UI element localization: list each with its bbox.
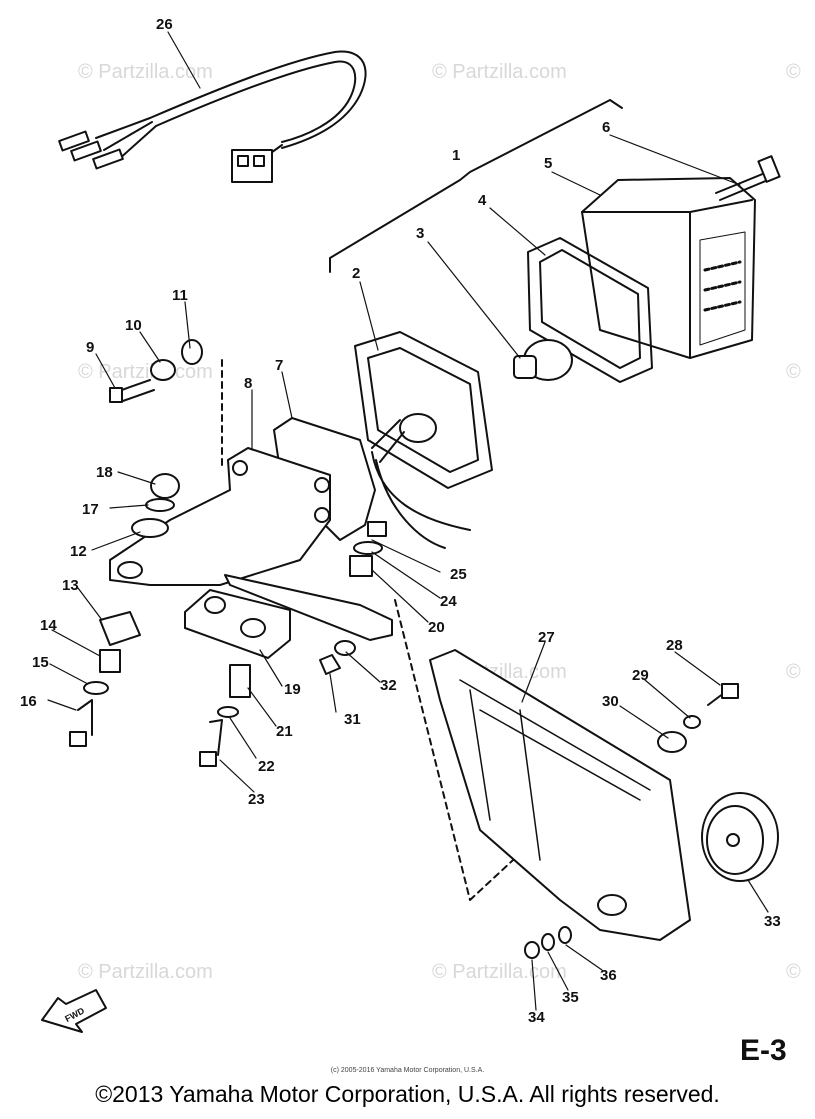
callout-14: 14: [40, 617, 57, 634]
callout-18: 18: [96, 464, 113, 481]
callout-6: 6: [602, 119, 610, 136]
mount-bracket-part: [184, 589, 291, 659]
wire-harness-part: [58, 50, 367, 183]
callout-27: 27: [538, 629, 555, 646]
callout-26: 26: [156, 16, 173, 33]
watermark: © Partzilla.com: [78, 61, 213, 83]
callout-20: 20: [428, 619, 445, 636]
license-bracket-part: [429, 649, 691, 941]
lens-screw-part: [715, 155, 781, 201]
callout-7: 7: [275, 357, 283, 374]
callout-3: 3: [416, 225, 424, 242]
callout-1: 1: [452, 147, 460, 164]
lower-arm-part: [224, 574, 393, 641]
callout-36: 36: [600, 967, 617, 984]
callout-9: 9: [86, 339, 94, 356]
callout-8: 8: [244, 375, 252, 392]
sheet-code: E-3: [740, 1034, 787, 1067]
callout-32: 32: [380, 677, 397, 694]
bulb-part: [513, 339, 573, 381]
callout-31: 31: [344, 711, 361, 728]
callout-16: 16: [20, 693, 37, 710]
callout-23: 23: [248, 791, 265, 808]
callout-4: 4: [478, 192, 487, 209]
frame-stay-part: [109, 447, 331, 586]
footer-copyright: ©2013 Yamaha Motor Corporation, U.S.A. A…: [95, 1081, 720, 1107]
callout-5: 5: [544, 155, 552, 172]
callout-numbers: 26 1 6 5 4 3 2 7 8 11 10 9 18 17 12 13 1…: [20, 16, 781, 1026]
lens-gasket-part: [527, 237, 653, 383]
callout-35: 35: [562, 989, 579, 1006]
callout-29: 29: [632, 667, 649, 684]
small-copyright: (c) 2005-2016 Yamaha Motor Corporation, …: [330, 1067, 485, 1074]
watermark: © Partzilla.com: [432, 61, 567, 83]
watermark: ©: [786, 961, 801, 983]
reflector-part: [701, 792, 779, 882]
callout-10: 10: [125, 317, 142, 334]
callout-34: 34: [528, 1009, 545, 1026]
callout-30: 30: [602, 693, 619, 710]
callout-33: 33: [764, 913, 781, 930]
watermark: © Partzilla.com: [432, 961, 567, 983]
watermark: ©: [786, 661, 801, 683]
watermark-layer: © Partzilla.com © Partzilla.com © © Part…: [78, 61, 801, 983]
tail-lens-part: [581, 177, 756, 359]
callout-22: 22: [258, 758, 275, 775]
callout-13: 13: [62, 577, 79, 594]
watermark: ©: [786, 61, 801, 83]
callout-leaders: [47, 31, 769, 1011]
callout-12: 12: [70, 543, 87, 560]
fwd-arrow-icon: [41, 989, 107, 1033]
callout-21: 21: [276, 723, 293, 740]
callout-17: 17: [82, 501, 99, 518]
lamp-base-part: [354, 331, 493, 489]
callout-24: 24: [440, 593, 457, 610]
callout-28: 28: [666, 637, 683, 654]
callout-11: 11: [172, 287, 188, 304]
watermark: © Partzilla.com: [78, 361, 213, 383]
fasteners: [69, 339, 739, 959]
lamp-wires: [371, 451, 471, 549]
callout-25: 25: [450, 566, 467, 583]
assembly-bracket: [329, 99, 623, 273]
callout-15: 15: [32, 654, 49, 671]
callout-19: 19: [284, 681, 301, 698]
callout-2: 2: [352, 265, 360, 282]
watermark: © Partzilla.com: [78, 961, 213, 983]
watermark: ©: [786, 361, 801, 383]
